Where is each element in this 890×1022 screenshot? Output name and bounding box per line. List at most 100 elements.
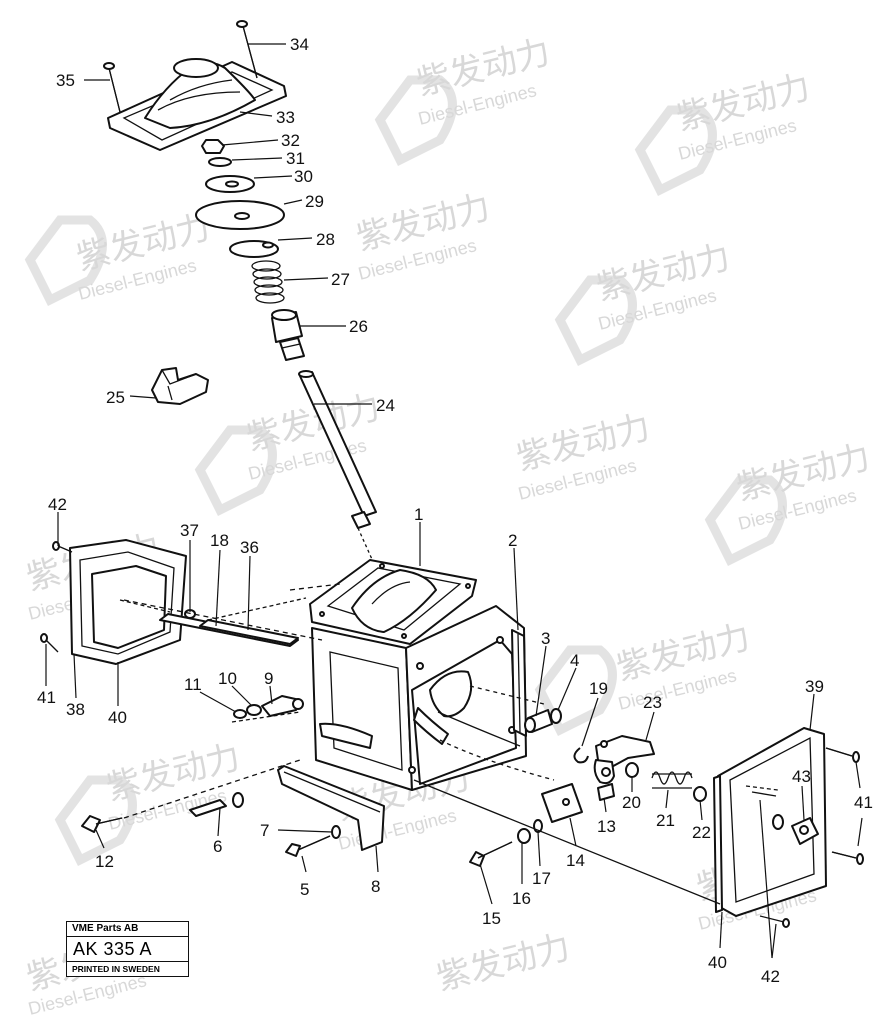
watermark-logo [24, 215, 107, 307]
ring-4 [550, 708, 562, 724]
callout-20: 20 [622, 793, 641, 812]
callout-42-right: 42 [761, 967, 780, 986]
washer-31 [208, 157, 232, 167]
washer-16 [517, 828, 531, 844]
bolt-5 [285, 835, 331, 857]
lever-knob-26 [271, 309, 305, 361]
callout-11: 11 [184, 675, 202, 694]
bushing-3 [524, 709, 553, 733]
bolt-34 [236, 20, 258, 79]
circlip-19 [573, 747, 589, 764]
callout-12: 12 [95, 852, 114, 871]
side-cover-39 [713, 727, 827, 917]
callout-39: 39 [805, 677, 824, 696]
boss-43 [772, 814, 819, 845]
watermark-logo [634, 105, 717, 197]
plate-printed: PRINTED IN SWEDEN [72, 964, 160, 974]
assembly-line [123, 599, 323, 641]
callout-36: 36 [240, 538, 259, 557]
watermark-logo [194, 425, 277, 517]
callout-38: 38 [66, 700, 85, 719]
callout-19: 19 [589, 679, 608, 698]
bolt-6 [189, 792, 244, 817]
callout-14: 14 [566, 851, 585, 870]
lever-rod-24 [298, 370, 393, 605]
callout-31: 31 [286, 149, 305, 168]
callout-34: 34 [290, 35, 309, 54]
callout-43: 43 [792, 767, 811, 786]
assembly-line [413, 779, 721, 905]
callout-40-right: 40 [708, 953, 727, 972]
callout-8: 8 [371, 877, 380, 896]
plate-14 [541, 783, 583, 823]
callout-3: 3 [541, 629, 550, 648]
lever-stack-parts [195, 139, 285, 304]
callout-21: 21 [656, 811, 675, 830]
bolt-12 [81, 759, 301, 833]
washer-28-hole [262, 241, 274, 249]
bolt-9 [261, 695, 304, 717]
watermark-brand-cn: 紫发动力 [433, 928, 574, 998]
callout-10: 10 [218, 669, 237, 688]
leader-lines [45, 43, 863, 959]
spring-27 [251, 260, 285, 304]
spring-21 [651, 771, 693, 789]
cap-22 [693, 786, 707, 802]
pin-13 [597, 783, 615, 801]
nut-32 [201, 139, 225, 154]
boot-top-opening [173, 58, 219, 78]
watermark-logo [554, 275, 637, 367]
clip-25 [151, 367, 209, 405]
callout-40-left: 40 [108, 708, 127, 727]
plate-code: AK 335 A [67, 937, 188, 962]
callout-37: 37 [180, 521, 199, 540]
bolt-41-left [40, 633, 59, 653]
watermark-logo [374, 75, 457, 167]
bolt-15 [469, 841, 513, 867]
callout-41-left: 41 [37, 688, 56, 707]
callout-26: 26 [349, 317, 368, 336]
bracket-8 [277, 765, 385, 851]
callout-41-right: 41 [854, 793, 873, 812]
washer-10 [246, 704, 262, 716]
title-plate: VME Parts AB AK 335 A PRINTED IN SWEDEN [66, 921, 189, 977]
callout-23: 23 [643, 693, 662, 712]
washer-11 [233, 709, 247, 719]
washer-7 [331, 825, 341, 839]
callout-35: 35 [56, 71, 75, 90]
bolt-35 [103, 62, 121, 113]
washer-20 [625, 762, 639, 778]
disc-29-hole [234, 212, 250, 220]
callout-28: 28 [316, 230, 335, 249]
washer-30-hole [225, 180, 239, 188]
callout-6: 6 [213, 837, 222, 856]
side-cover-38 [69, 539, 187, 665]
shift-lever-arm-23 [593, 735, 655, 785]
callout-1: 1 [414, 505, 423, 524]
callout-17: 17 [532, 869, 551, 888]
callout-18: 18 [210, 531, 229, 550]
callout-42-left: 42 [48, 495, 67, 514]
watermark-logo [54, 775, 137, 867]
callout-5: 5 [300, 880, 309, 899]
callout-16: 16 [512, 889, 531, 908]
callout-labels: 34 35 33 32 31 30 29 28 27 26 25 24 1 2 … [37, 35, 873, 986]
callout-27: 27 [331, 270, 350, 289]
callout-9: 9 [264, 669, 273, 688]
shaft-36 [199, 597, 307, 645]
callout-29: 29 [305, 192, 324, 211]
bolt-42-right [751, 791, 790, 928]
boot-fold [157, 91, 241, 111]
callout-24: 24 [376, 396, 395, 415]
callout-13: 13 [597, 817, 616, 836]
assembly-line [231, 711, 301, 723]
callout-33: 33 [276, 108, 295, 127]
callout-7: 7 [260, 821, 269, 840]
callout-32: 32 [281, 131, 300, 150]
boot-fold [169, 79, 233, 101]
callout-2: 2 [508, 531, 517, 550]
watermark-logo [704, 475, 787, 567]
plate-company: VME Parts AB [67, 922, 188, 937]
callout-4: 4 [570, 651, 579, 670]
